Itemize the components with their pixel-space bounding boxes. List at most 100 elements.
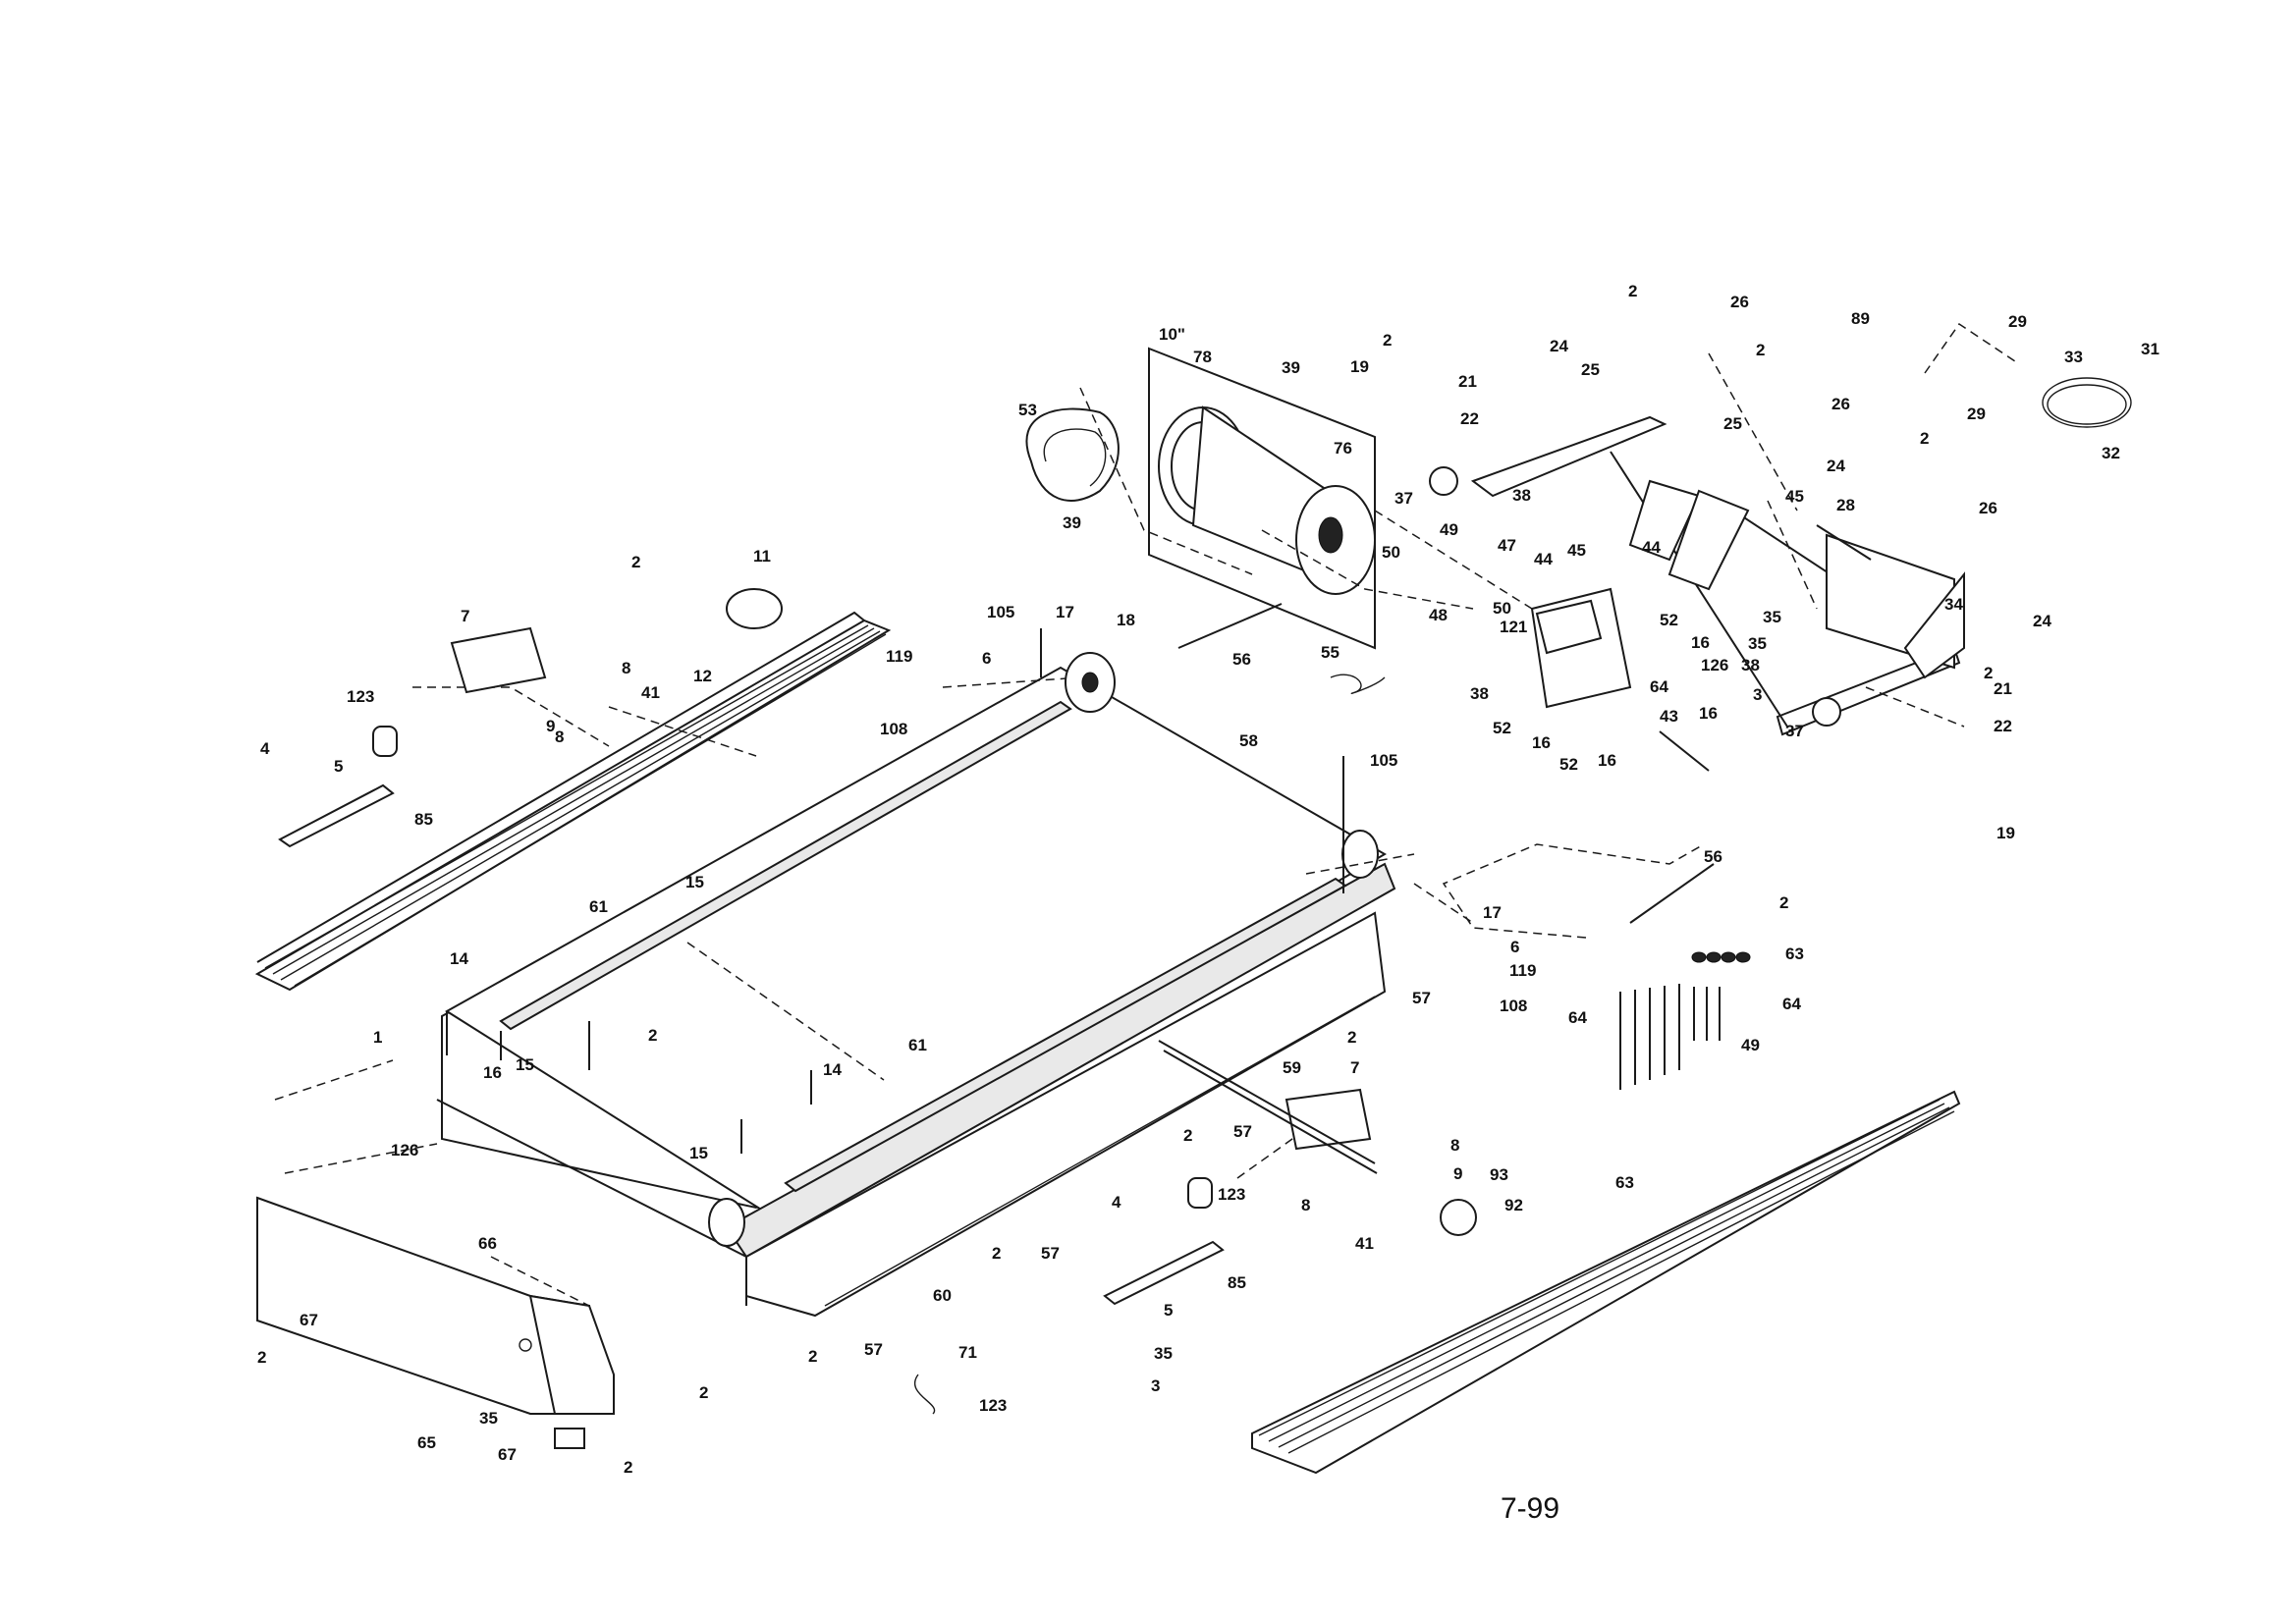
front-hood [256,1196,615,1415]
callout-24: 24 [1550,337,1568,355]
callout-49: 49 [1440,520,1458,539]
callout-31: 31 [2141,340,2159,358]
callout-19b: 16 [1699,704,1718,723]
callout-66: 66 [478,1234,497,1253]
callout-36b: 35 [1748,634,1767,653]
callout-56c: 57 [1233,1122,1252,1141]
callout-85: 85 [1228,1273,1246,1292]
callout-2-63: 2 [1779,893,1788,912]
callout-14b: 15 [689,1144,708,1162]
callout-22: 21 [1458,372,1477,391]
callout-36: 35 [1154,1344,1173,1363]
callout-67: 67 [300,1311,318,1329]
callout-45: 47 [1498,536,1516,555]
motor-assembly [1025,347,1376,650]
callout-23: 22 [1460,409,1479,428]
callout-7b: 7 [461,607,469,625]
right-side-rail [1251,1090,1961,1475]
callout-89: 105 [1370,751,1397,770]
callout-2-22: 2 [1383,331,1392,350]
callout-11: 11 [753,547,771,566]
callout-26b: 26 [1831,395,1850,413]
callout-61: 64 [1568,1008,1587,1027]
callout-2-axle: 2 [1183,1126,1192,1145]
callout-2-hood-right: 2 [699,1383,708,1402]
callout-56d: 57 [1412,989,1431,1007]
callout-labels: 1 16 15 14 14 15 61 61 15 2 126 66 67 2 … [257,282,2159,1477]
callout-38b: 38 [1470,684,1489,703]
callout-93: 108 [1500,997,1527,1015]
callout-26c: 26 [1979,499,1997,517]
callout-28: 28 [1836,496,1855,514]
callout-41: 41 [1355,1234,1374,1253]
incline-frame [1470,415,1965,736]
callout-9b: 9 [546,717,555,735]
callout-57b: 61 [908,1036,927,1054]
callout-41b: 41 [641,683,660,702]
callout-60: 63 [1615,1173,1634,1192]
callout-56: 57 [864,1340,883,1359]
callout-92: 123 [979,1396,1007,1415]
callout-24c: 24 [2033,612,2051,630]
callout-1: 1 [373,1028,382,1047]
callout-19: 16 [1691,633,1710,652]
callout-3: 3 [1151,1376,1160,1395]
callout-50: 50 [1382,543,1400,562]
callout-18: 18 [1117,611,1135,629]
callout-64: 64 [1782,995,1801,1013]
callout-9: 9 [1453,1164,1462,1183]
callout-37b: 37 [1785,722,1804,740]
callout-78: 89 [1851,309,1870,328]
callout-22b: 21 [1994,679,2012,698]
callout-2-11: 2 [631,553,640,571]
callout-8d: 8 [555,728,564,746]
callout-2-right: 2 [1347,1028,1356,1047]
callout-34: 34 [1944,595,1963,614]
callout-32: 32 [2102,444,2120,462]
callout-53: 55 [1321,643,1339,662]
callout-35: 35 [1763,608,1781,626]
callout-2-26: 2 [1628,282,1637,300]
callout-79: 92 [1504,1196,1523,1214]
callout-43: 44 [1534,550,1553,568]
callout-46: 49 [1741,1036,1760,1054]
callout-57: 61 [589,897,608,916]
callout-2-22b: 2 [1984,664,1993,682]
callout-59: 60 [933,1286,952,1305]
callout-67b: 67 [498,1445,517,1464]
callout-43b: 44 [1642,538,1661,557]
callout-58: 59 [1283,1058,1301,1077]
callout-3b: 3 [1753,685,1762,704]
callout-36-hood: 35 [479,1409,498,1428]
callout-40: 43 [1660,707,1678,726]
deck-and-belt [436,666,1396,1318]
callout-10: 10" [1159,325,1185,344]
callout-39b: 39 [1063,513,1081,532]
callout-2-26b: 2 [1756,341,1765,359]
callout-44: 45 [1567,541,1586,560]
callout-25b: 25 [1723,414,1742,433]
callout-55: 58 [1239,731,1258,750]
callout-7: 7 [1350,1058,1359,1077]
callout-44b: 45 [1785,487,1804,506]
hardware-screws [278,377,2132,1449]
callout-119: 126 [391,1141,418,1160]
callout-123: 123 [1218,1185,1245,1204]
callout-72: 76 [1334,439,1352,458]
callout-6: 6 [1510,938,1519,956]
callout-105b: 119 [886,647,912,666]
callout-13: 14 [450,949,468,968]
callout-52b: 52 [1493,719,1511,737]
callout-15: 15 [685,873,704,891]
callout-8c: 8 [622,659,630,677]
callout-23b: 22 [1994,717,2012,735]
callout-51: 53 [1018,401,1037,419]
callout-2: 2 [648,1026,657,1045]
page-number: 7-99 [1501,1492,1559,1525]
callout-4b: 4 [260,739,270,758]
callout-19c: 16 [1532,733,1551,752]
callout-5: 5 [1164,1301,1173,1320]
motor-bracket-plate [1530,587,1632,709]
callout-48: 50 [1493,599,1511,618]
